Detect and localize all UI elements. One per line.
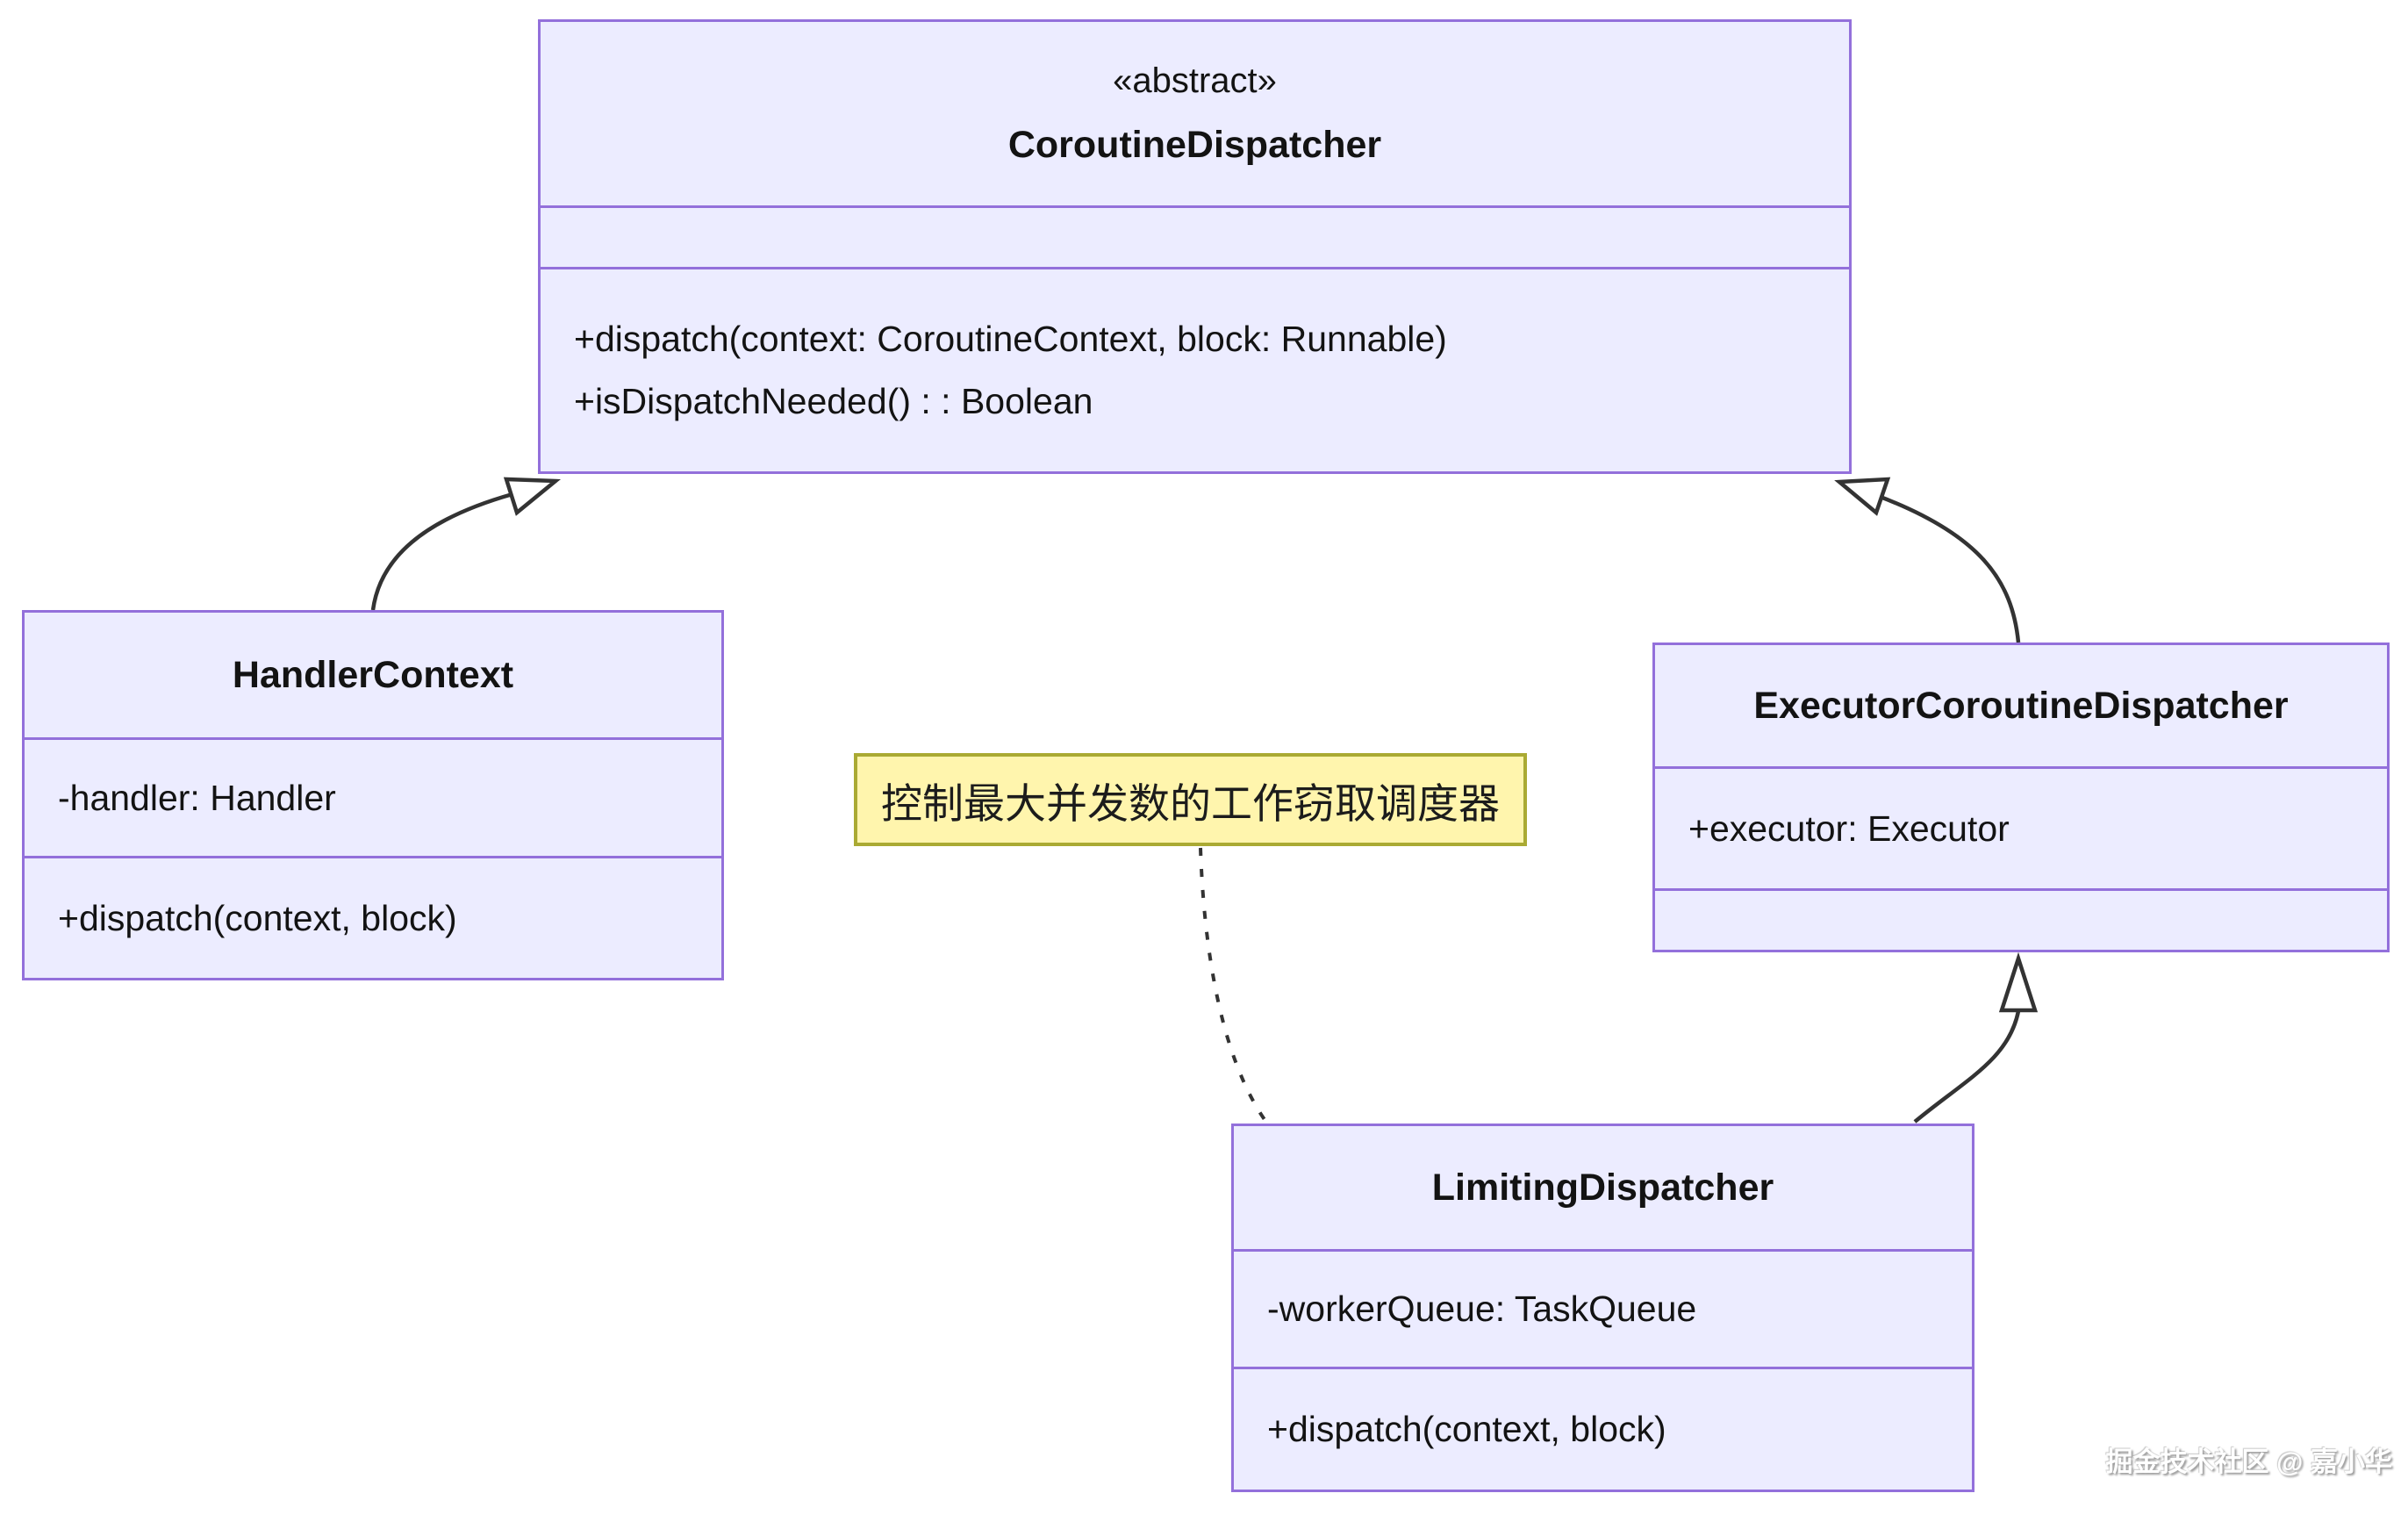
methods-compartment-executorcoroutinedispatcher	[1655, 888, 2387, 950]
note-work-stealing-dispatcher: 控制最大并发数的工作窃取调度器	[854, 753, 1527, 846]
note-text: 控制最大并发数的工作窃取调度器	[881, 779, 1500, 827]
attribute-executor: +executor: Executor	[1688, 808, 2010, 849]
edge-note-to-limitingdispatcher	[1199, 847, 1267, 1123]
stereotype-abstract: «abstract»	[1113, 61, 1277, 100]
class-header-coroutinedispatcher: «abstract» CoroutineDispatcher	[541, 22, 1849, 205]
class-header-limitingdispatcher: LimitingDispatcher	[1234, 1126, 1972, 1249]
method-dispatch-full: +dispatch(context: CoroutineContext, blo…	[574, 319, 1447, 359]
edge-limitingdispatcher-extends-executorcoroutinedispatcher	[1913, 951, 2039, 1124]
extension-arrowhead	[1998, 951, 2039, 1013]
extension-arrowhead	[503, 477, 562, 516]
attributes-compartment-limitingdispatcher: -workerQueue: TaskQueue	[1234, 1249, 1972, 1367]
watermark-text: 掘金技术社区 @ 嘉小华	[2105, 1447, 2392, 1477]
extension-arrowhead	[1834, 477, 1891, 516]
class-box-handlercontext: HandlerContext -handler: Handler +dispat…	[22, 610, 724, 980]
class-box-executorcoroutinedispatcher: ExecutorCoroutineDispatcher +executor: E…	[1652, 643, 2390, 952]
attributes-compartment-coroutinedispatcher	[541, 205, 1849, 267]
edge-handlercontext-extends-coroutinedispatcher	[370, 477, 562, 611]
attributes-compartment-executorcoroutinedispatcher: +executor: Executor	[1655, 766, 2387, 888]
class-header-executorcoroutinedispatcher: ExecutorCoroutineDispatcher	[1655, 645, 2387, 766]
class-name-handlercontext: HandlerContext	[232, 653, 514, 696]
method-isdispatchneeded: +isDispatchNeeded() : : Boolean	[574, 381, 1093, 421]
class-name-coroutinedispatcher: CoroutineDispatcher	[1007, 123, 1382, 166]
attributes-compartment-handlercontext: -handler: Handler	[25, 737, 721, 856]
class-name-executorcoroutinedispatcher: ExecutorCoroutineDispatcher	[1753, 684, 2289, 727]
class-name-limitingdispatcher: LimitingDispatcher	[1431, 1166, 1774, 1209]
edge-executorcoroutinedispatcher-extends-coroutinedispatcher	[1834, 477, 2021, 643]
methods-compartment-handlercontext: +dispatch(context, block)	[25, 856, 721, 978]
class-box-coroutinedispatcher: «abstract» CoroutineDispatcher +dispatch…	[538, 19, 1852, 474]
attribute-handler: -handler: Handler	[58, 777, 336, 818]
attribute-workerqueue: -workerQueue: TaskQueue	[1267, 1289, 1697, 1329]
class-header-handlercontext: HandlerContext	[25, 613, 721, 737]
method-dispatch: +dispatch(context, block)	[1267, 1409, 1666, 1449]
method-dispatch: +dispatch(context, block)	[58, 897, 457, 938]
class-box-limitingdispatcher: LimitingDispatcher -workerQueue: TaskQue…	[1231, 1124, 1974, 1492]
methods-compartment-limitingdispatcher: +dispatch(context, block)	[1234, 1367, 1972, 1490]
methods-compartment-coroutinedispatcher: +dispatch(context: CoroutineContext, blo…	[541, 267, 1849, 471]
